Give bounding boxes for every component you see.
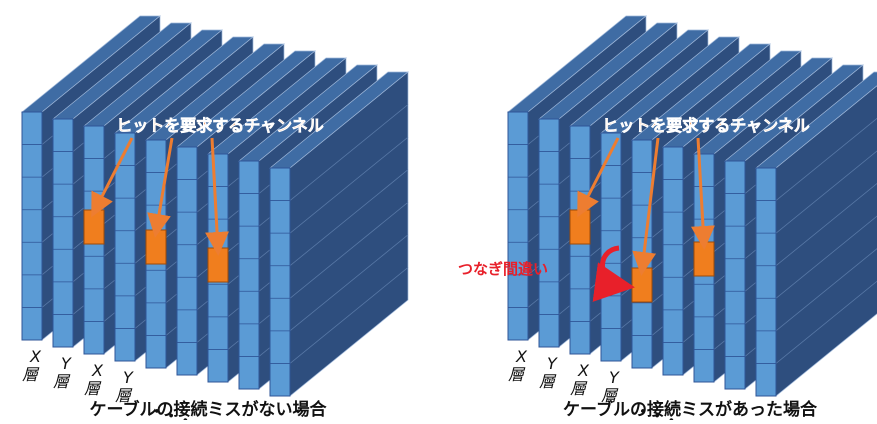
hit-channel-label: ヒットを要求するチャンネル xyxy=(602,116,810,135)
layer-char-label: 層 xyxy=(601,386,619,405)
detector-slab xyxy=(269,71,409,397)
hit-cell xyxy=(207,247,229,283)
layer-axis-label: Y xyxy=(61,354,72,373)
hit-cell xyxy=(631,267,653,303)
hit-arrow xyxy=(632,137,660,276)
layer-axis-label: X xyxy=(91,361,104,380)
layer-char-label: 層 xyxy=(570,379,588,398)
layer-label: Y層 xyxy=(601,368,620,405)
layer-label: Y層 xyxy=(53,354,72,391)
layer-char-label: 層 xyxy=(22,365,40,384)
hit-cell xyxy=(693,241,715,277)
hit-cell xyxy=(83,209,105,245)
hit-cell xyxy=(569,209,591,245)
layer-char-label: 層 xyxy=(53,372,71,391)
hit-arrow xyxy=(205,137,230,256)
hit-arrow xyxy=(577,137,620,218)
hit-channel-label: ヒットを要求するチャンネル xyxy=(116,116,324,135)
layer-label: Y層 xyxy=(539,354,558,391)
layer-axis-label: Y xyxy=(609,368,620,387)
layer-char-label: 層 xyxy=(84,379,102,398)
layer-axis-label: X xyxy=(29,347,42,366)
layer-char-label: 層 xyxy=(539,372,557,391)
layer-axis-label: X xyxy=(577,361,590,380)
layer-axis-label: X xyxy=(515,347,528,366)
layer-char-label: 層 xyxy=(508,365,526,384)
caption-with-miswiring: ケーブルの接続ミスがあった場合 xyxy=(563,400,817,420)
layer-label: Y層 xyxy=(115,368,134,405)
layer-label: X層 xyxy=(22,347,42,384)
hit-arrow xyxy=(91,137,134,218)
layer-char-label: 層 xyxy=(115,386,133,405)
miswire-arrow xyxy=(592,245,635,302)
hit-cell xyxy=(145,229,167,265)
layer-label: X層 xyxy=(84,361,104,398)
layer-label: X層 xyxy=(570,361,590,398)
detector-slab xyxy=(755,71,877,397)
miswire-label: つなぎ間違い xyxy=(458,260,548,278)
layer-label: X層 xyxy=(508,347,528,384)
hit-arrow xyxy=(147,137,174,238)
layer-axis-label: Y xyxy=(123,368,134,387)
hit-arrow xyxy=(691,137,715,250)
caption-no-miswiring: ケーブルの接続ミスがない場合 xyxy=(89,400,327,420)
layer-axis-label: Y xyxy=(547,354,558,373)
